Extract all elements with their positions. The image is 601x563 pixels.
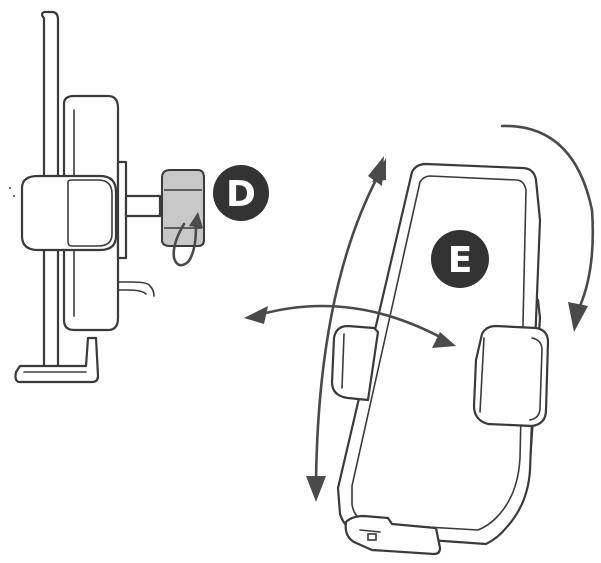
knob-d — [161, 169, 205, 247]
side-view-mount — [9, 10, 205, 384]
swivel-double-arrow — [244, 304, 456, 348]
front-bottom-foot — [344, 514, 442, 556]
front-right-arm — [472, 324, 550, 428]
tilt-double-arrow — [306, 156, 386, 502]
side-pivot-neck — [116, 160, 128, 260]
label-e-text: E — [448, 240, 473, 281]
knob-rotate-arrow — [172, 222, 198, 267]
side-cable — [117, 281, 155, 297]
label-e-badge: E — [431, 230, 489, 288]
rotate-arrow — [500, 124, 595, 332]
side-arm-clamp — [20, 174, 118, 252]
label-d-text: D — [226, 174, 256, 215]
side-bottom-foot — [14, 336, 100, 384]
label-d-badge: D — [213, 165, 269, 221]
front-view-mount — [330, 162, 550, 556]
